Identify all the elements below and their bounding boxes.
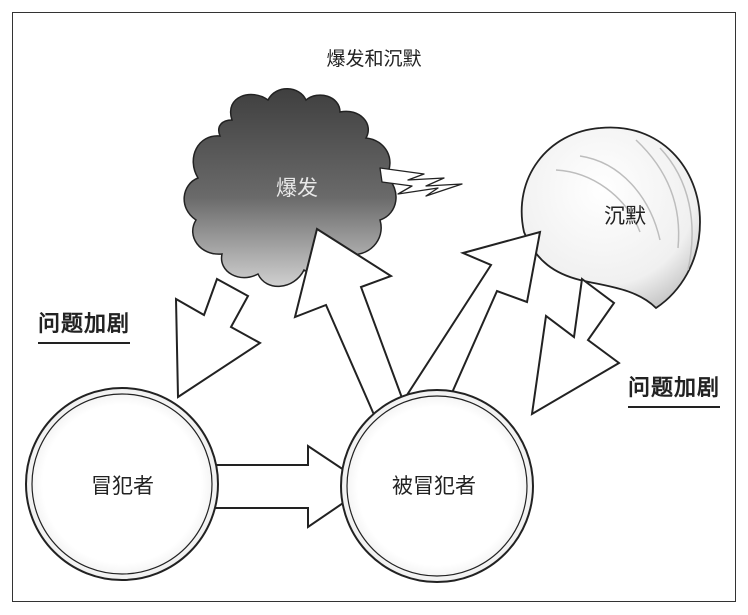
- arrow-offended-to-outburst: [293, 227, 407, 419]
- silence-label: 沉默: [604, 204, 646, 228]
- silence-helmet: [520, 126, 701, 310]
- offended-circle: [340, 389, 534, 583]
- escalation-label-left: 问题加剧: [38, 306, 131, 344]
- offender-circle: [25, 387, 219, 581]
- offended-label: 被冒犯者: [392, 474, 476, 498]
- diagram-title: 爆发和沉默: [326, 48, 422, 70]
- lightning-bolt-icon: [379, 167, 463, 197]
- escalation-label-right: 问题加剧: [628, 370, 721, 408]
- diagram-frame: [12, 12, 736, 602]
- offender-label: 冒犯者: [91, 474, 154, 498]
- arrow-offender-to-offended: [214, 444, 370, 529]
- arrow-outburst-to-offender: [174, 277, 262, 399]
- helmet-shine-lines: [555, 139, 693, 271]
- arrow-offended-to-silence: [405, 230, 542, 396]
- outburst-label: 爆发: [276, 176, 318, 200]
- arrow-silence-to-offended: [530, 277, 621, 416]
